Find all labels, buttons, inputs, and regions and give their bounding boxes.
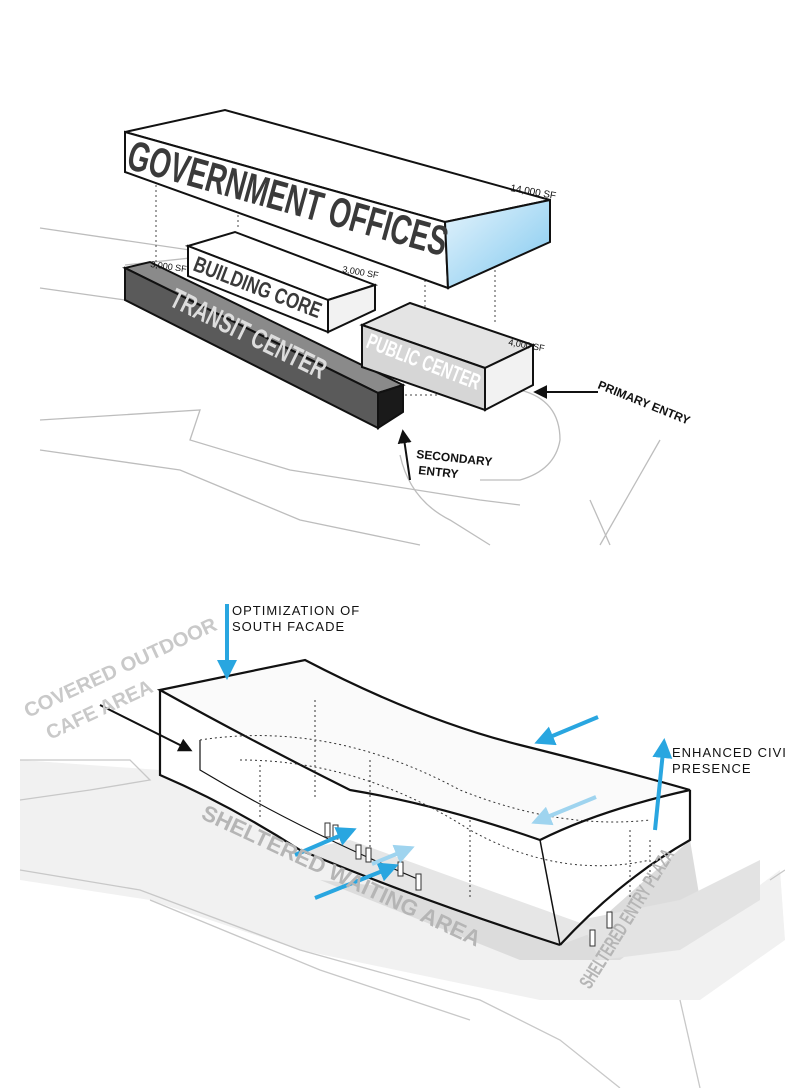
civic-presence-label-line1: ENHANCED CIVIC xyxy=(672,745,785,760)
waiting-area-arrow-3 xyxy=(371,844,415,866)
government-offices-block xyxy=(124,108,551,290)
facade-sun-arrow xyxy=(534,715,599,746)
waiting-area-arrow-1 xyxy=(294,827,357,857)
interior-light-arrow xyxy=(531,795,597,826)
primary-entry-label: PRIMARY ENTRY xyxy=(596,378,692,428)
secondary-entry-arrow xyxy=(397,429,412,481)
cafe-area-arrow xyxy=(99,704,193,752)
building-core-block xyxy=(184,230,379,334)
south-facade-label-line1: OPTIMIZATION OF xyxy=(232,603,360,618)
south-facade-label-line2: SOUTH FACADE xyxy=(232,619,345,634)
civic-presence-label-line2: PRESENCE xyxy=(672,761,752,776)
bottom-site-lines xyxy=(19,759,785,1088)
curved-building xyxy=(156,658,692,947)
waiting-area-arrow-2 xyxy=(314,862,399,900)
public-center-block xyxy=(359,301,536,412)
civic-presence-arrow xyxy=(652,738,673,831)
secondary-entry-label-line2: ENTRY xyxy=(418,463,459,481)
transit-center-block xyxy=(122,260,406,430)
